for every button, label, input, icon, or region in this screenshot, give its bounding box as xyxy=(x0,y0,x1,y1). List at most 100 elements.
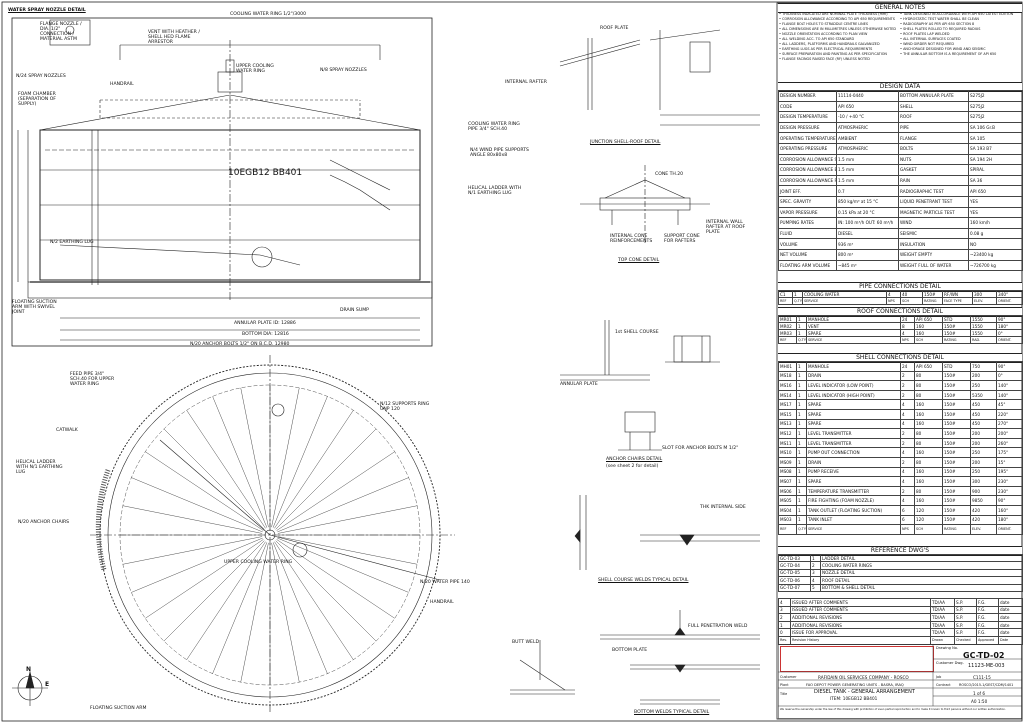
thk-internal-label: THK INTERNAL SIDE xyxy=(700,505,746,510)
table-cell: API 650 xyxy=(836,100,899,113)
table-cell: TD/AA xyxy=(930,628,955,637)
wall-rafter-label: INTERNAL WALL RAFTER AT ROOF PLATE xyxy=(706,220,746,235)
handrail-plan-label: HANDRAIL xyxy=(430,600,454,605)
table-cell: 420 xyxy=(970,514,997,526)
table-header-cell: SERVICE xyxy=(806,336,901,344)
table-cell: DESIGN NUMBER xyxy=(778,90,837,102)
table-cell: 0° xyxy=(996,329,1023,337)
table-cell: LEVEL INDICATOR (LOW POINT) xyxy=(806,380,901,391)
table-cell: 15° xyxy=(996,456,1023,468)
customer-name: RAFIDAIN OIL SERVICES COMPANY - ROSCO xyxy=(818,675,909,680)
table-cell: 1 xyxy=(796,476,807,487)
table-cell: 1 xyxy=(796,399,807,410)
tank-plan-view xyxy=(90,355,455,712)
spray-nozzles-right: N/8 SPRAY NOZZLES xyxy=(320,68,367,73)
table-cell: SPARE xyxy=(806,418,901,430)
top-cone-title: TOP CONE DETAIL xyxy=(618,258,660,263)
table-cell: 40 xyxy=(900,290,923,298)
slot-note: SLOT FOR ANCHOR BOLTS M 1/2" xyxy=(662,446,739,451)
table-cell: 4 xyxy=(900,447,915,458)
tank-elevation-view xyxy=(11,17,433,347)
table-cell: date xyxy=(998,613,1023,622)
general-note-line: • HYDROSTATIC TEST WATER SHALL BE CLEAN xyxy=(900,17,979,21)
table-cell: 0.08 g xyxy=(968,227,1023,240)
table-cell: 9850 xyxy=(970,495,997,506)
table-header-cell: RATING xyxy=(942,524,971,535)
table-cell: 5350 xyxy=(970,389,997,401)
annular-plate-label: ANNULAR PLATE ID: 12886 xyxy=(234,321,296,326)
table-cell: PUMPING RATES xyxy=(778,217,837,229)
table-cell: MS11 xyxy=(778,437,797,449)
table-cell: LEVEL TRANSMITTER xyxy=(806,428,901,439)
table-cell: ISSUE FOR APPROVAL xyxy=(790,628,931,637)
drawing-number: GC-TD-02 xyxy=(963,651,1005,660)
table-cell: 0.15 kPa at 20 °C xyxy=(836,206,899,219)
table-header-cell: SERVICE xyxy=(802,297,887,305)
customer-dwg-label: Customer Dwg. xyxy=(936,661,964,665)
table-cell: SA 194 2H xyxy=(968,153,1023,166)
table-cell: NO xyxy=(968,238,1023,250)
anchor-chairs-title: ANCHOR CHAIRS DETAIL xyxy=(606,457,663,462)
table-header-cell: ORIENT. xyxy=(996,336,1023,344)
table-header-cell: REF xyxy=(778,336,797,344)
table-cell: 2 xyxy=(900,380,915,391)
roof-rafter-line xyxy=(212,542,268,674)
table-cell: NET VOLUME xyxy=(778,248,837,261)
table-cell: 4 xyxy=(900,329,915,337)
table-header-cell: FACE TYPE xyxy=(942,297,973,305)
roof-rafter-line xyxy=(276,539,395,619)
table-header-cell: NPS xyxy=(900,336,915,344)
table-cell: MR01 xyxy=(778,315,797,323)
table-cell: CORROSION ALLOWANCE BOTTOM xyxy=(778,164,837,176)
table-cell: 4 xyxy=(810,576,821,585)
anchor-detail xyxy=(560,320,720,451)
table-cell: 300 xyxy=(972,290,997,298)
annular-plate-detail-label: ANNULAR PLATE xyxy=(560,382,598,387)
table-cell: 340° xyxy=(996,290,1023,298)
table-header-cell: Checked xyxy=(954,635,977,645)
table-cell: 2 xyxy=(900,428,915,439)
foam-chamber-label: FOAM CHAMBER (SEPARATION OF SUPPLY) xyxy=(18,92,56,107)
table-cell: 4 xyxy=(900,399,915,410)
roof-rafter-line xyxy=(163,428,265,530)
table-cell: 200 xyxy=(970,428,997,439)
anchor-chairs-label: N/20 ANCHOR CHAIRS xyxy=(18,520,70,525)
table-cell: ~845 m³ xyxy=(836,259,899,272)
table-cell: S.P. xyxy=(954,613,977,622)
cooling-ring-right-label: COOLING WATER RING PIPE 3/4" SCH.40 xyxy=(468,122,520,132)
table-cell: MS07 xyxy=(778,476,797,487)
table-cell: SHELL xyxy=(898,100,969,113)
table-cell: LADDER DETAIL xyxy=(820,553,1023,563)
table-cell: MANHOLE xyxy=(806,315,901,323)
table-cell: 80 xyxy=(914,380,943,391)
table-cell: CODE xyxy=(778,100,837,113)
table-cell: 1 xyxy=(796,380,807,391)
table-cell: 160 xyxy=(914,476,943,487)
general-notes-right: • TANK DESIGNED IN ACCORDANCE WITH API 6… xyxy=(900,12,1020,57)
table-cell: 195° xyxy=(996,466,1023,478)
table-cell: DIESEL xyxy=(836,227,899,240)
table-cell: 1 xyxy=(796,329,807,337)
table-cell: 1 xyxy=(796,315,807,323)
table-cell: S275J2 xyxy=(968,100,1023,113)
supports-ring-label: N/12 SUPPORTS RING UNP 120 xyxy=(380,402,430,412)
table-cell: 1 xyxy=(796,447,807,458)
job-number: C111-15 xyxy=(973,675,991,680)
table-header-cell: NPS xyxy=(886,297,901,305)
table-cell: 45° xyxy=(996,399,1023,410)
table-cell: date xyxy=(998,598,1023,607)
table-cell: 80 xyxy=(914,370,943,382)
